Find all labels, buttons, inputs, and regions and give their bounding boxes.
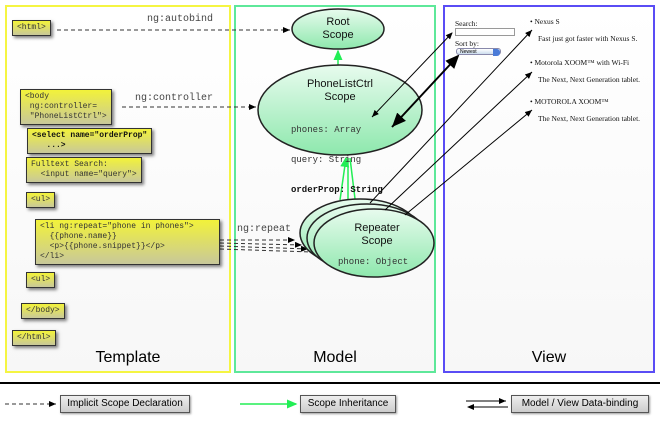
model-title: Model <box>313 349 357 366</box>
view-search-label: Search: <box>455 19 478 28</box>
repeat-arrows <box>219 237 313 253</box>
root-scope-label: Root Scope <box>322 16 354 41</box>
phone-item-name[interactable]: • Motorola XOOM™ with Wi-Fi <box>530 58 630 67</box>
repeater-scope-props: phone: Object <box>338 257 409 267</box>
body-close-tag: </body> <box>21 303 65 319</box>
prop-orderprop: orderProp: String <box>291 185 383 195</box>
view-sort-select[interactable]: Newest <box>456 48 501 56</box>
legend-scope-inheritance: Scope Inheritance <box>300 395 396 413</box>
view-sort-label: Sort by: <box>455 39 479 48</box>
template-title: Template <box>95 349 161 366</box>
autobind-label: ng:autobind <box>147 14 214 25</box>
repeater-scope-label: Repeater Scope <box>354 222 400 247</box>
html-open-tag: <html> <box>12 20 51 36</box>
phone-item-name[interactable]: • Nexus S <box>530 17 560 26</box>
binding-orderprop <box>391 54 460 128</box>
select-arrows-icon <box>493 49 500 56</box>
phone-name: Nexus S <box>534 17 560 26</box>
phone-name: MOTOROLA XOOM™ <box>534 97 609 106</box>
prop-phones: phones: Array <box>291 125 362 135</box>
select-orderprop-tag: <select name="orderProp" ...> <box>27 128 153 154</box>
binding-phone-items <box>369 29 533 216</box>
repeat-label: ng:repeat <box>237 224 292 235</box>
html-close-tag: </html> <box>12 330 56 346</box>
controller-label: ng:controller <box>135 93 214 104</box>
ctrl-scope-label: PhoneListCtrl Scope <box>306 78 374 103</box>
body-controller-tag: <body ng:controller= "PhoneListCtrl"> <box>20 89 112 125</box>
view-search-input[interactable] <box>455 28 515 36</box>
phone-item-snippet: Fast just got faster with Nexus S. <box>538 34 638 43</box>
view-title: View <box>531 349 567 366</box>
root-scope-ellipse <box>291 8 385 50</box>
repeater-scope-ellipse-3 <box>313 208 435 278</box>
search-input-tag: Fulltext Search: <input name="query"> <box>26 157 142 183</box>
li-repeat-tag: <li ng:repeat="phone in phones"> {{phone… <box>35 219 220 265</box>
ul-open-tag: <ul> <box>26 192 56 208</box>
view-sort-value: Newest <box>460 49 477 55</box>
prop-query: query: String <box>291 155 362 165</box>
phone-name: Motorola XOOM™ with Wi-Fi <box>534 58 630 67</box>
phone-item-snippet: The Next, Next Generation tablet. <box>538 75 641 84</box>
legend-implicit-scope: Implicit Scope Declaration <box>60 395 190 413</box>
phone-item-snippet: The Next, Next Generation tablet. <box>538 114 641 123</box>
ctrl-scope-props: phones: Array query: String orderProp: S… <box>291 105 383 215</box>
legend-data-binding: Model / View Data-binding <box>511 395 649 413</box>
ul-close-tag: <ul> <box>26 272 56 288</box>
view-panel <box>443 5 655 373</box>
phone-item-name[interactable]: • MOTOROLA XOOM™ <box>530 97 609 106</box>
